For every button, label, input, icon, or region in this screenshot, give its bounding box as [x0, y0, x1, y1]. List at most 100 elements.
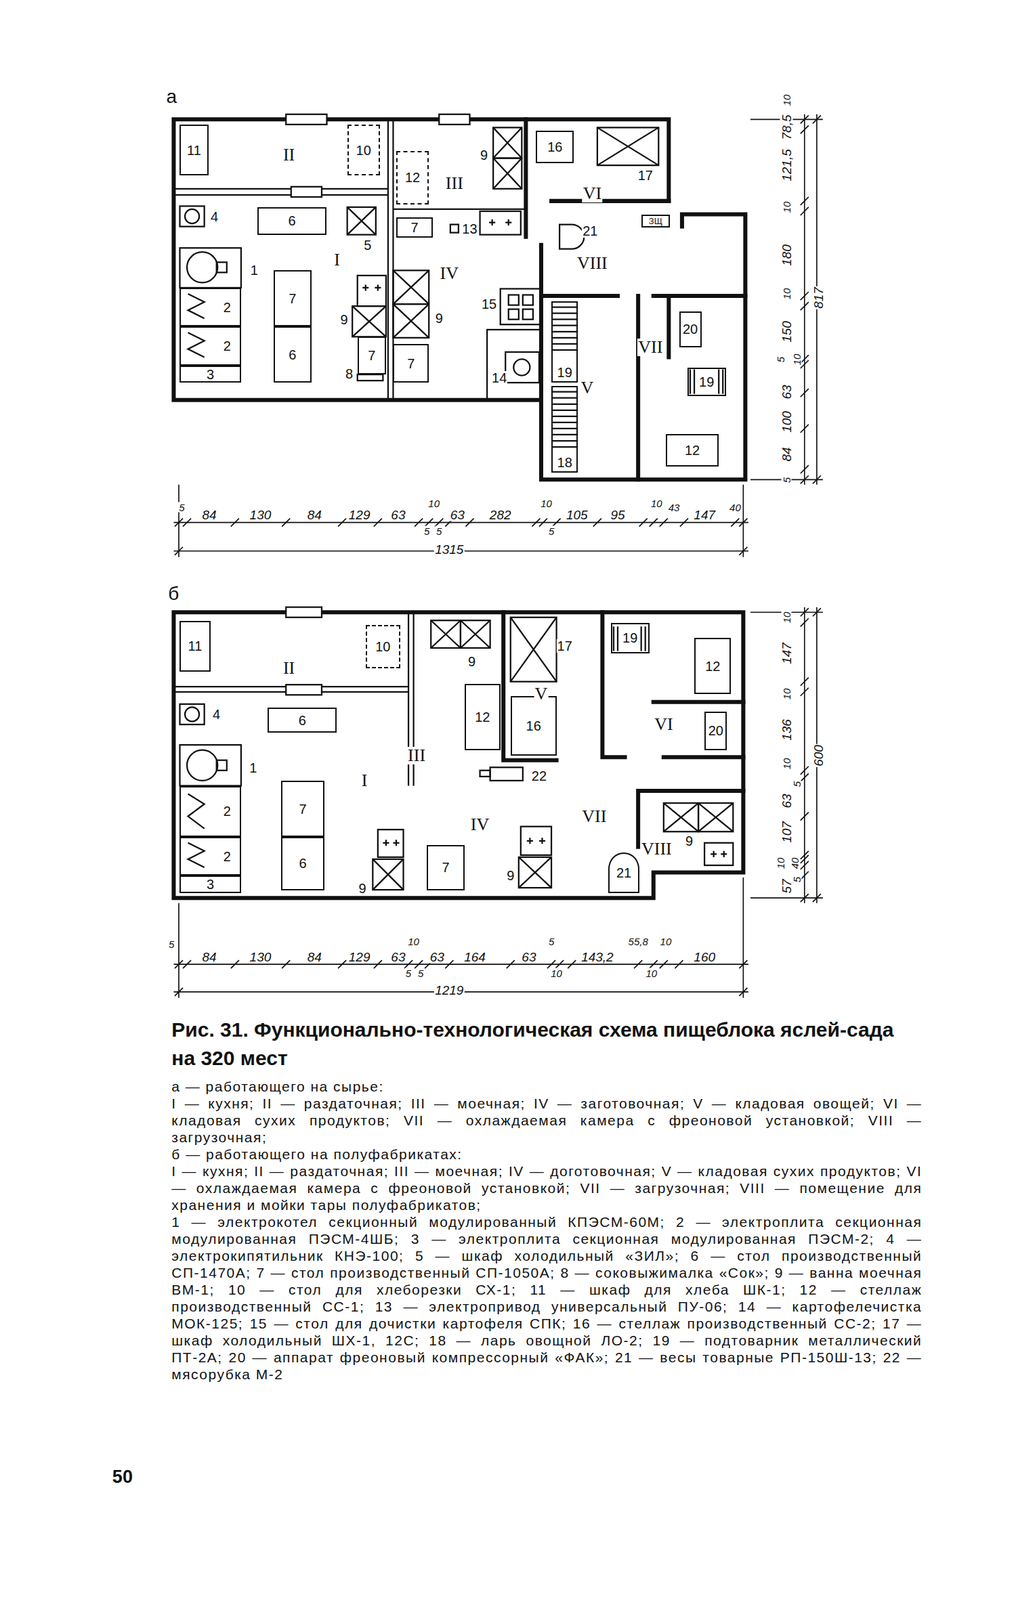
equipment-symbol — [184, 707, 200, 722]
figure-caption: Рис. 31. Функционально-технологическая с… — [171, 1016, 922, 1073]
dimension: 10 — [407, 936, 420, 947]
equipment-number: 7 — [406, 356, 416, 371]
dimension: 5 — [547, 936, 555, 947]
equipment-number: 2 — [222, 850, 232, 864]
equipment-number: 19 — [698, 375, 715, 389]
dimension-line — [173, 114, 823, 999]
dimension: 121,5 — [779, 148, 793, 183]
equipment-box: 12 — [694, 638, 731, 695]
equipment-box: 2 — [179, 326, 241, 366]
page-number: 50 — [111, 1468, 134, 1487]
dimension: 63 — [390, 950, 406, 964]
equipment-number: 18 — [556, 455, 574, 470]
equipment-symbol — [362, 284, 381, 291]
dimension: 1315 — [434, 543, 464, 557]
equipment-symbol — [352, 306, 387, 337]
callout-number: 14 — [491, 371, 508, 385]
equipment-symbol — [184, 209, 200, 224]
dimension: 10 — [549, 967, 563, 979]
room-number: IV — [470, 816, 490, 834]
equipment-box: 12 — [665, 434, 719, 467]
dimension: 5 — [791, 876, 802, 884]
equipment-box: 20 — [704, 711, 727, 751]
equipment-symbol — [510, 617, 557, 683]
dimension: 160 — [692, 950, 716, 964]
equipment-symbol — [508, 309, 519, 320]
equipment-number: 16 — [546, 140, 563, 154]
dimension: 84 — [201, 508, 217, 521]
callout-number: 1 — [249, 263, 259, 278]
dimension-line — [174, 960, 748, 997]
room-number: II — [282, 659, 296, 678]
room-number: I — [361, 772, 369, 790]
equipment-number: 19 — [621, 631, 639, 645]
equipment-number: 7 — [409, 220, 419, 235]
equipment-symbol — [480, 770, 491, 777]
equipment-box: 20 — [679, 311, 702, 348]
dimension: 143,2 — [580, 950, 615, 964]
partition — [173, 119, 542, 400]
callout-number: 9 — [339, 312, 349, 327]
dimension: 100 — [779, 410, 793, 434]
equipment-number: 2 — [222, 339, 232, 353]
equipment-symbol — [520, 827, 552, 856]
equipment-symbol — [518, 857, 552, 888]
wall — [173, 612, 744, 899]
wall — [173, 119, 746, 899]
dimension: 63 — [779, 793, 793, 810]
dimension: 43 — [667, 502, 681, 513]
callout-number: 9 — [505, 869, 515, 883]
dimension: 63 — [390, 508, 406, 521]
equipment-box: 7 — [426, 845, 465, 891]
equipment-box: ЗЩ — [641, 214, 670, 229]
equipment-box: 11 — [179, 621, 210, 672]
callout-number: 9 — [358, 881, 368, 896]
equipment-box: 16 — [535, 130, 574, 164]
equipment-symbol — [450, 224, 459, 234]
equipment-symbol — [559, 224, 584, 250]
equipment-symbol — [357, 374, 384, 381]
equipment-symbol — [613, 626, 646, 651]
equipment-box: 6 — [273, 326, 312, 383]
window — [285, 684, 322, 695]
dimension: 150 — [779, 320, 793, 344]
dimension: 84 — [779, 446, 793, 462]
dimension: 5 — [791, 780, 802, 788]
legend-note: I — кухня; II — раздаточная; III — моечн… — [171, 1162, 922, 1214]
equipment-symbol — [663, 803, 733, 832]
equipment-number: 12 — [684, 443, 701, 458]
equipment-box: 21 — [608, 852, 639, 894]
callout-number: 9 — [434, 311, 444, 326]
callout-number: 15 — [480, 297, 498, 311]
wall — [525, 119, 746, 480]
dimension: 63 — [449, 508, 466, 521]
dimension: 130 — [249, 508, 273, 521]
callout-number: 21 — [581, 224, 599, 238]
callout-number: 8 — [344, 367, 354, 381]
equipment-number: 19 — [556, 365, 574, 380]
room-number: VII — [637, 338, 664, 357]
equipment-box: 7 — [392, 344, 429, 383]
legend-note: I — кухня; II — раздаточная; III — моечн… — [171, 1095, 922, 1147]
room-number: V — [579, 379, 595, 397]
window — [285, 607, 322, 618]
equipment-symbol — [372, 859, 404, 891]
dimension: 5 — [405, 967, 412, 979]
dimension: 84 — [306, 508, 323, 521]
window — [438, 114, 470, 125]
equipment-number: 3 — [205, 367, 215, 382]
dimension: 84 — [201, 950, 217, 964]
equipment-symbol — [510, 617, 557, 683]
wall — [173, 119, 746, 480]
dimension: 40 — [789, 857, 800, 871]
equipment-box: 11 — [179, 124, 208, 176]
equipment-number: 7 — [287, 291, 297, 306]
callout-number: 17 — [637, 168, 654, 183]
dimension: 10 — [427, 498, 441, 509]
equipment-box: 6 — [257, 207, 328, 236]
equipment-number: 6 — [287, 348, 297, 362]
equipment-symbol — [179, 205, 204, 227]
equipment-box: 2 — [179, 287, 241, 327]
callout-number: 1 — [248, 761, 258, 775]
dimension: 5 — [178, 502, 185, 513]
